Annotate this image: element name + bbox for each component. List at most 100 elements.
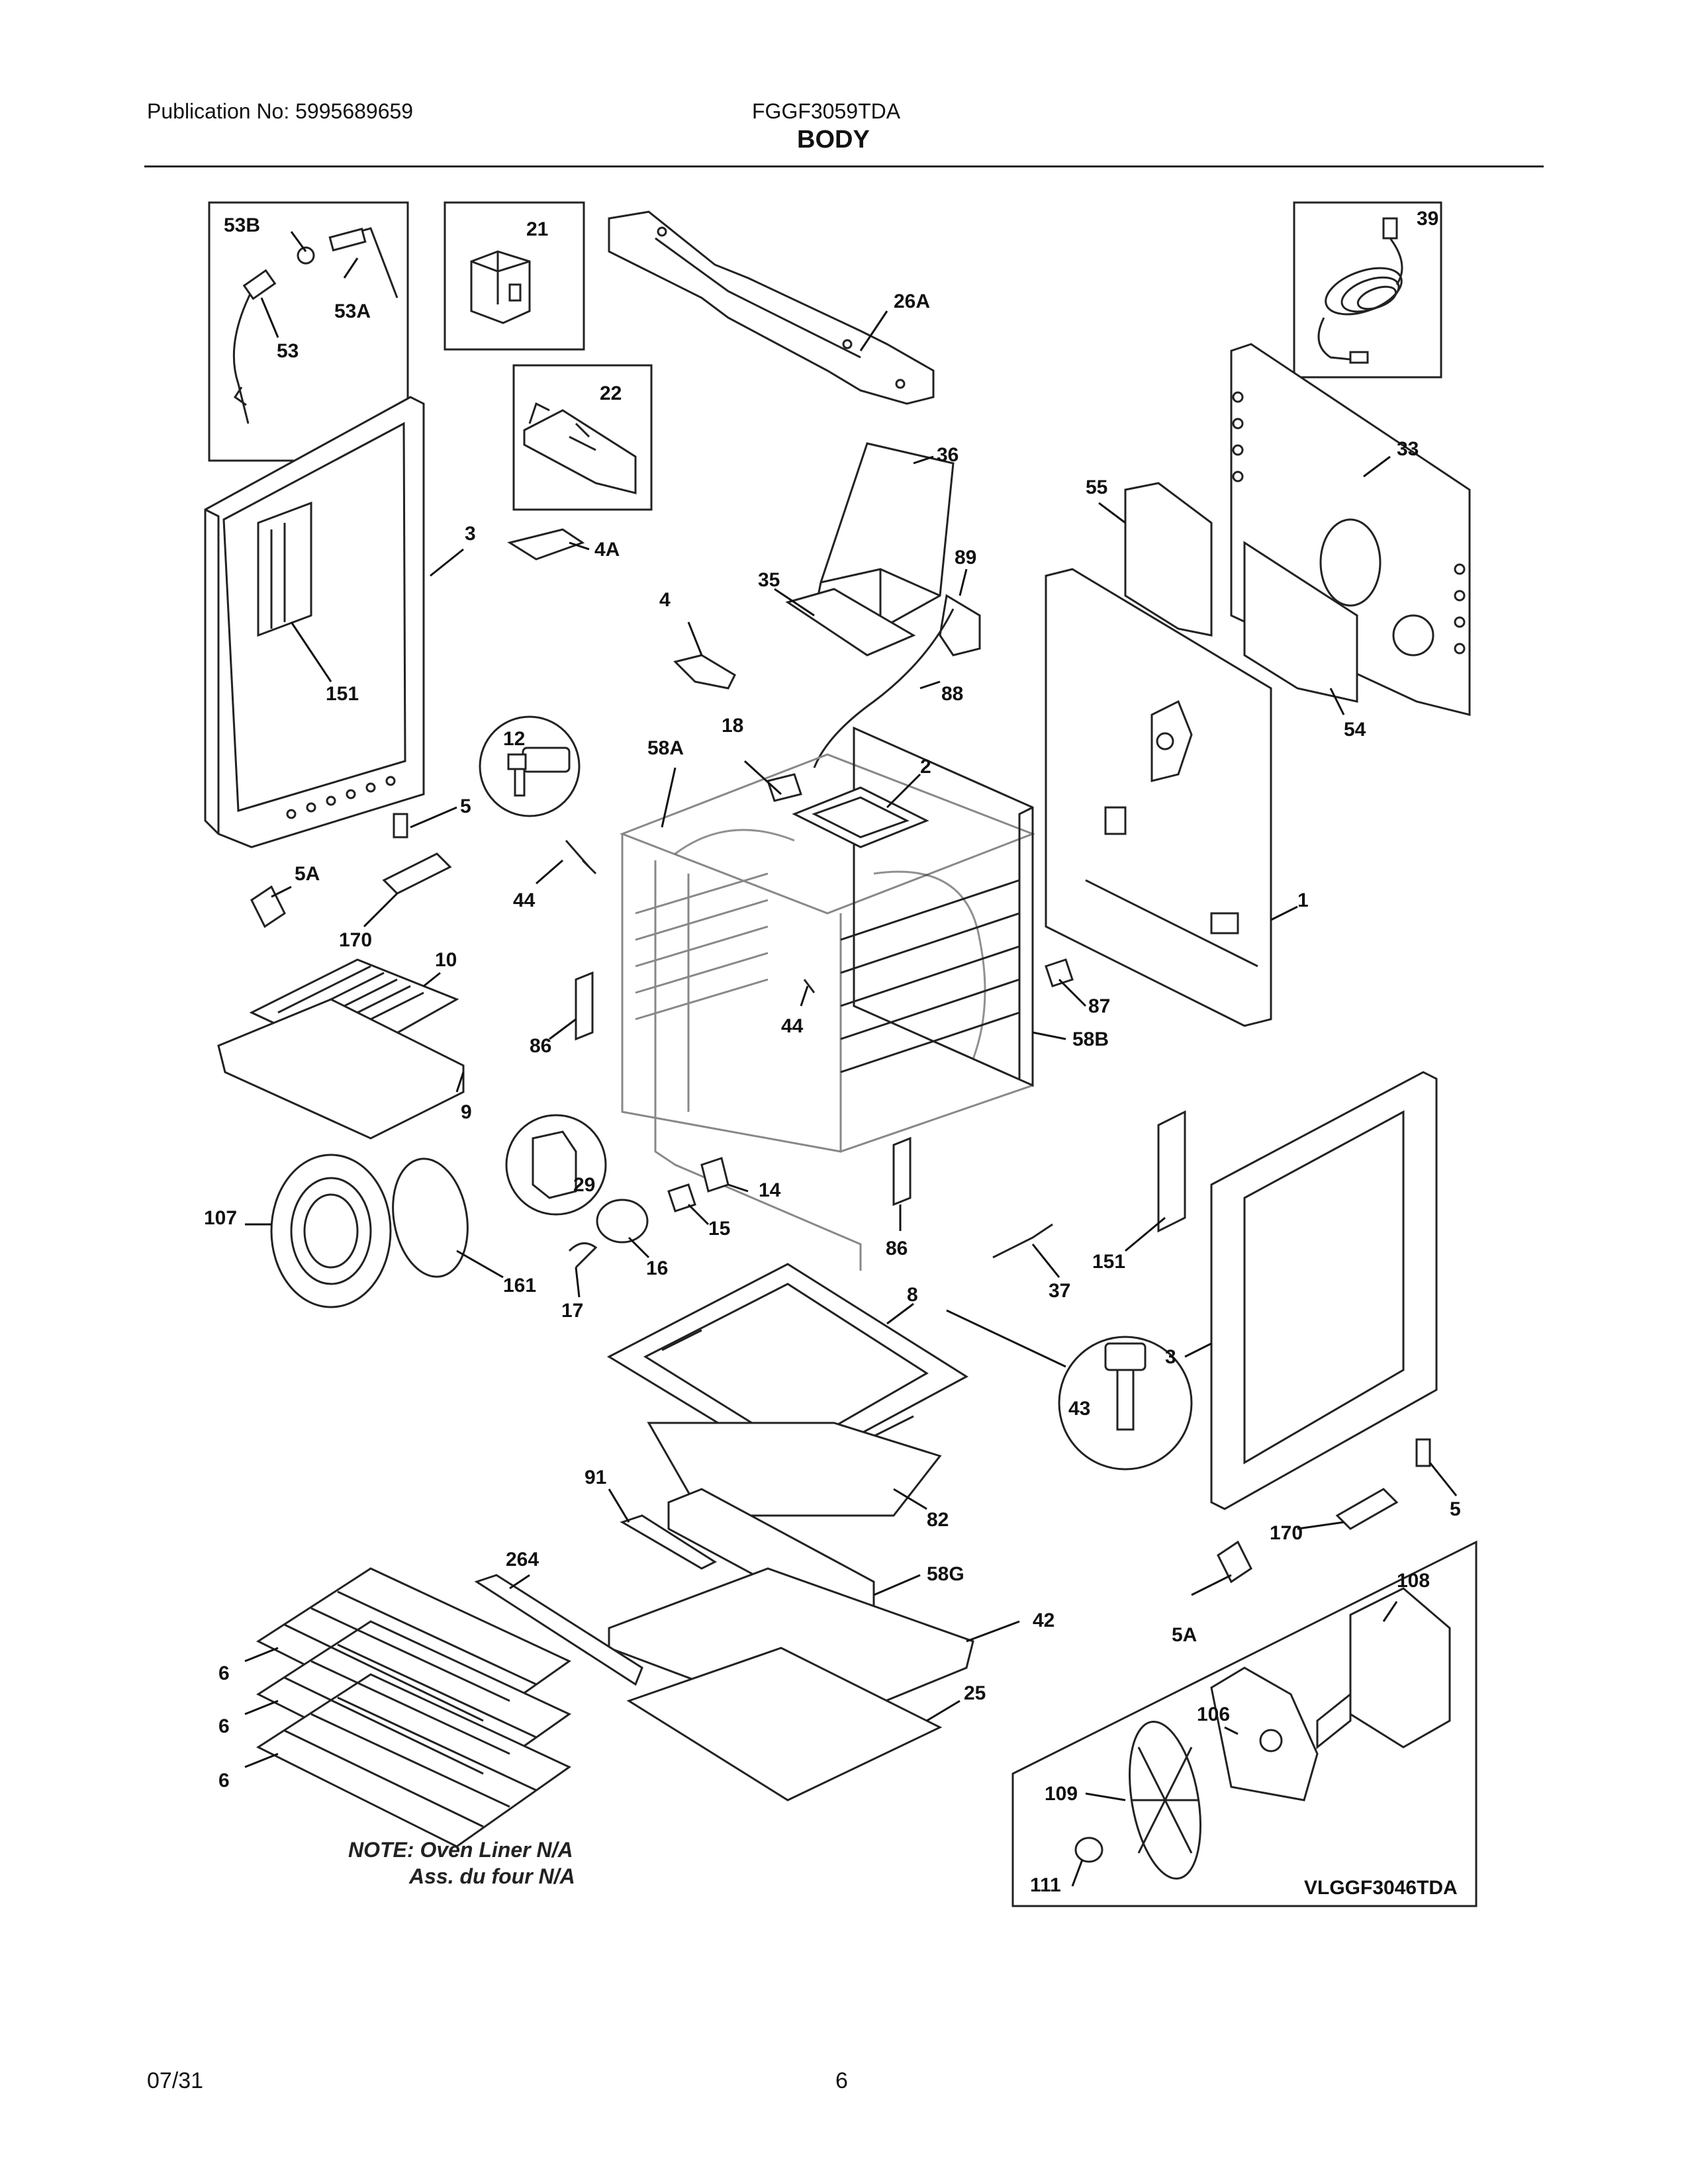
- label-106: 106: [1197, 1704, 1230, 1725]
- label-264: 264: [506, 1549, 539, 1570]
- part-91-bracket: [620, 1514, 718, 1570]
- note-line-1: NOTE: Oven Liner N/A: [348, 1838, 573, 1862]
- label-44-b: 44: [781, 1015, 804, 1037]
- part-5a-leg-left: [250, 885, 286, 929]
- part-14-socket: [700, 1157, 729, 1193]
- part-86-bracket-left: [575, 971, 594, 1041]
- leader-lines: [244, 231, 1458, 1887]
- part-37-wire: [992, 1223, 1053, 1259]
- label-4: 4: [659, 589, 671, 611]
- part-55-cover: [1124, 482, 1213, 637]
- label-22: 22: [600, 383, 622, 404]
- inset-box-39: [1293, 201, 1442, 379]
- part-264-strip: [474, 1574, 643, 1686]
- inset-box-22: [512, 364, 653, 511]
- label-5-left: 5: [460, 796, 471, 817]
- part-4-bracket: [673, 654, 736, 690]
- part-8-bottom-panel: [606, 1263, 968, 1471]
- label-151-left: 151: [326, 683, 359, 705]
- label-87: 87: [1088, 995, 1110, 1017]
- part-4a-bracket: [507, 528, 585, 561]
- part-5-leg-left: [393, 813, 408, 839]
- label-86-right: 86: [886, 1238, 908, 1259]
- part-26a-bracket: [608, 210, 935, 405]
- label-10: 10: [435, 949, 457, 971]
- label-111: 111: [1030, 1874, 1061, 1896]
- label-170-right: 170: [1270, 1522, 1303, 1544]
- leader-43: [946, 1309, 1066, 1368]
- inset-circle-43: [1058, 1336, 1193, 1471]
- part-16-lens: [596, 1199, 649, 1244]
- label-53: 53: [277, 340, 299, 362]
- label-53b: 53B: [224, 214, 260, 236]
- label-29: 29: [573, 1174, 595, 1196]
- label-33: 33: [1397, 438, 1419, 460]
- label-43: 43: [1068, 1398, 1090, 1420]
- part-86-bracket-right: [892, 1136, 912, 1206]
- label-108: 108: [1397, 1570, 1430, 1592]
- label-58a: 58A: [647, 737, 684, 759]
- label-53a: 53A: [334, 300, 371, 322]
- part-5-leg-right: [1415, 1438, 1431, 1467]
- part-54-bracket: [1243, 541, 1358, 703]
- label-5-right: 5: [1450, 1498, 1461, 1520]
- part-44-screw: [565, 840, 597, 875]
- label-39: 39: [1417, 208, 1438, 230]
- note-line-2: Ass. du four N/A: [408, 1864, 575, 1888]
- section-title: BODY: [797, 126, 870, 154]
- footer-date: 07/31: [147, 2068, 204, 2093]
- label-1: 1: [1297, 889, 1309, 911]
- inset-circle-29: [505, 1114, 607, 1216]
- part-109-fan-blade: [1129, 1721, 1201, 1880]
- label-151-right: 151: [1092, 1251, 1125, 1273]
- part-107-fan-cover: [270, 1154, 392, 1308]
- part-left-side-panel: [204, 396, 425, 848]
- label-4a: 4A: [594, 539, 620, 561]
- label-42: 42: [1033, 1610, 1055, 1631]
- label-14: 14: [759, 1179, 781, 1201]
- label-16: 16: [646, 1257, 668, 1279]
- part-right-side-panel: [1157, 1071, 1438, 1510]
- label-12: 12: [503, 728, 525, 750]
- label-3-left: 3: [465, 523, 476, 545]
- label-2: 2: [920, 756, 931, 778]
- part-9-tray: [217, 998, 465, 1140]
- part-44-screw-b: [803, 979, 816, 993]
- kit-model-label: VLGGF3046TDA: [1304, 1877, 1458, 1899]
- label-86-left: 86: [530, 1035, 551, 1057]
- label-89: 89: [955, 547, 976, 569]
- label-3-right: 3: [1165, 1346, 1176, 1368]
- publication-number: Publication No: 5995689659: [147, 99, 414, 123]
- label-15: 15: [708, 1218, 730, 1240]
- label-37: 37: [1049, 1280, 1070, 1302]
- part-6-racks: [256, 1567, 571, 1848]
- label-5a-left: 5A: [295, 863, 320, 885]
- inset-box-probe: [208, 201, 409, 462]
- label-82: 82: [927, 1509, 949, 1531]
- part-88-wire: [813, 608, 955, 768]
- label-6-mid: 6: [218, 1715, 230, 1737]
- label-107: 107: [204, 1207, 237, 1229]
- label-17: 17: [561, 1300, 583, 1322]
- part-17-clip: [568, 1242, 598, 1269]
- inset-circle-12: [479, 715, 581, 817]
- label-25: 25: [964, 1682, 986, 1704]
- part-1-rear-panel: [1045, 568, 1272, 1027]
- part-87-clip: [1045, 958, 1074, 987]
- inset-box-21: [444, 201, 585, 351]
- page-number: 6: [835, 2068, 848, 2093]
- label-9: 9: [461, 1101, 472, 1123]
- label-6-top: 6: [218, 1662, 230, 1684]
- part-25-panel: [626, 1647, 943, 1801]
- label-88: 88: [941, 683, 963, 705]
- header-rule: [144, 165, 1544, 167]
- label-58b: 58B: [1072, 1028, 1109, 1050]
- label-5a-right: 5A: [1172, 1624, 1197, 1646]
- label-54: 54: [1344, 719, 1366, 741]
- part-89-bracket: [939, 594, 981, 657]
- part-35-base: [785, 588, 916, 657]
- label-18: 18: [722, 715, 743, 737]
- label-44-a: 44: [513, 889, 536, 911]
- part-111-nut: [1074, 1837, 1103, 1863]
